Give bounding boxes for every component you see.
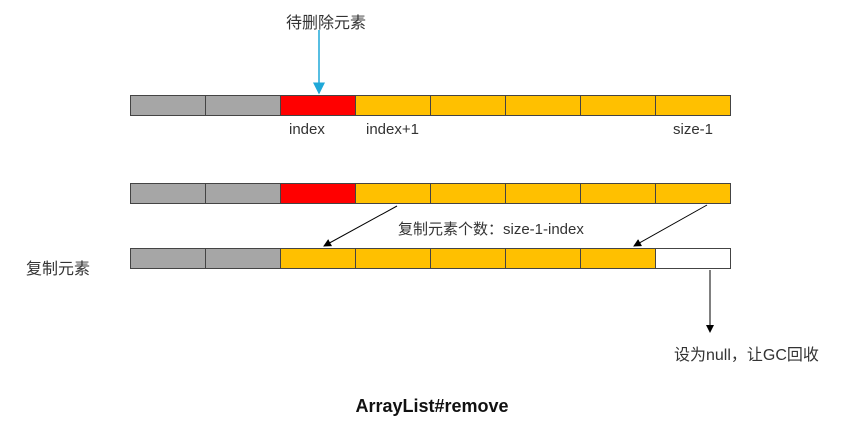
size-minus-1-label: size-1 — [673, 121, 714, 138]
to-delete-label: 待删除元素 — [286, 15, 367, 32]
copy-arrow-left — [323, 205, 398, 247]
array-cell-yellow — [655, 183, 731, 204]
array-row-after — [130, 248, 731, 269]
array-row-source — [130, 183, 731, 204]
array-cell-yellow — [655, 95, 731, 116]
set-null-label: 设为null，让GC回收 — [674, 347, 819, 364]
array-cell-empty — [655, 248, 731, 269]
array-row-before — [130, 95, 731, 116]
copy-count-label: 复制元素个数：size-1-index — [398, 221, 584, 238]
index-plus-1-label: index+1 — [366, 121, 419, 138]
index-label: index — [289, 121, 325, 138]
diagram-title: ArrayList#remove — [355, 396, 509, 416]
copy-elements-label: 复制元素 — [26, 261, 91, 278]
copy-arrow-right — [633, 204, 708, 247]
